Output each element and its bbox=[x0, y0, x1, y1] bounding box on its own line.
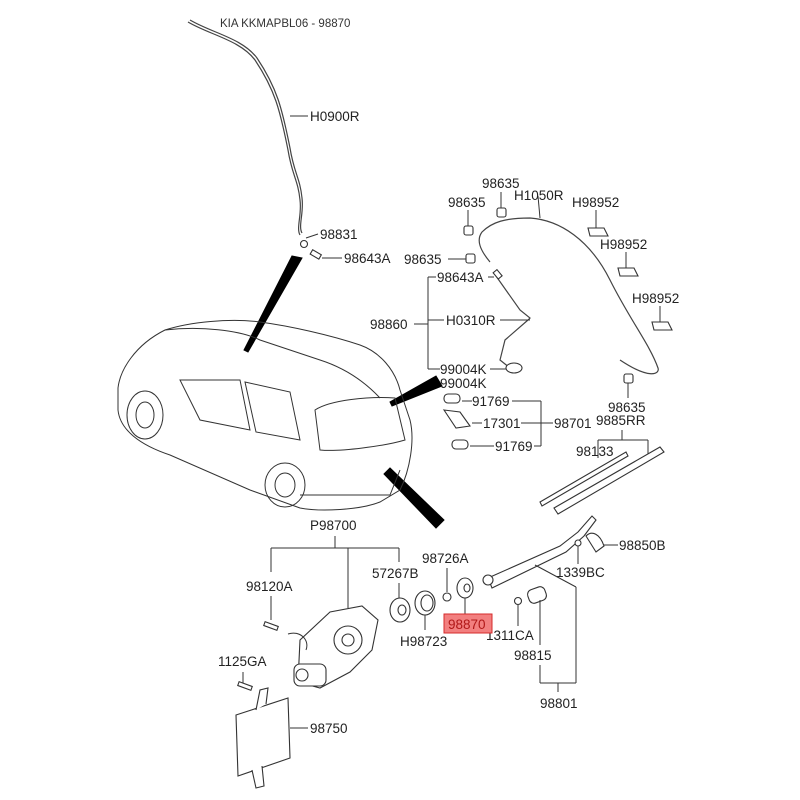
label-98643a-mid[interactable]: 98643A bbox=[437, 270, 484, 285]
label-1311ca[interactable]: 1311CA bbox=[486, 628, 534, 643]
label-57267b[interactable]: 57267B bbox=[372, 566, 419, 581]
label-98635-c[interactable]: 98635 bbox=[404, 252, 442, 267]
label-98635-b[interactable]: 98635 bbox=[482, 176, 520, 191]
diagram-title: KIA KKMAPBL06 - 98870 bbox=[220, 18, 350, 30]
cap-98850b[interactable] bbox=[585, 532, 605, 553]
wiper-motor[interactable] bbox=[287, 605, 379, 689]
label-98635-d[interactable]: 98635 bbox=[608, 400, 646, 415]
label-98133[interactable]: 98133 bbox=[576, 444, 614, 459]
callout-wedge-wiper bbox=[383, 467, 445, 529]
label-1125ga[interactable]: 1125GA bbox=[218, 654, 267, 669]
vehicle-illustration bbox=[117, 319, 413, 511]
cap-98870[interactable] bbox=[456, 577, 474, 599]
clip-98635-c[interactable] bbox=[465, 253, 476, 264]
bushing-57267b[interactable] bbox=[389, 597, 411, 623]
highlighted-label-98870[interactable]: 98870 bbox=[443, 613, 493, 634]
label-98701[interactable]: 98701 bbox=[554, 416, 592, 431]
callout-wedge-tailgate bbox=[389, 375, 443, 407]
label-98850b[interactable]: 98850B bbox=[619, 538, 666, 553]
label-98860[interactable]: 98860 bbox=[370, 317, 408, 332]
label-99004k-a[interactable]: 99004K bbox=[440, 362, 487, 377]
callout-wedge-roof bbox=[243, 255, 303, 353]
label-98870: 98870 bbox=[448, 617, 486, 632]
clip-98635-a[interactable] bbox=[463, 225, 474, 236]
label-h1050r[interactable]: H1050R bbox=[514, 188, 564, 203]
wiper-refill-98133[interactable] bbox=[539, 451, 629, 507]
clip-98635-d[interactable] bbox=[623, 373, 634, 384]
washer-hose-h1050r[interactable] bbox=[478, 217, 659, 375]
washer-hose-h0900r[interactable] bbox=[187, 19, 304, 236]
label-98750[interactable]: 98750 bbox=[310, 721, 348, 736]
seal-17301[interactable] bbox=[442, 409, 471, 429]
label-98635-a[interactable]: 98635 bbox=[448, 195, 486, 210]
cover-98815[interactable] bbox=[526, 585, 548, 604]
grommet-h98723[interactable] bbox=[414, 590, 436, 616]
nut-1311ca[interactable] bbox=[513, 596, 523, 606]
label-91769-b[interactable]: 91769 bbox=[495, 439, 533, 454]
wiper-blade-9885rr[interactable] bbox=[553, 446, 665, 515]
grommet-91769-b[interactable] bbox=[451, 439, 469, 450]
label-h98723[interactable]: H98723 bbox=[400, 634, 447, 649]
nozzle-99004k[interactable] bbox=[505, 362, 523, 374]
clip-h98952-b[interactable] bbox=[617, 267, 639, 277]
label-h98952-a[interactable]: H98952 bbox=[572, 195, 619, 210]
bolt-1125ga[interactable] bbox=[237, 681, 253, 691]
label-91769-a[interactable]: 91769 bbox=[472, 394, 510, 409]
label-99004k-b[interactable]: 99004K bbox=[440, 376, 487, 391]
label-98643a-top[interactable]: 98643A bbox=[344, 251, 391, 266]
bolt-98120a[interactable] bbox=[263, 621, 279, 631]
clip-98635-b[interactable] bbox=[496, 207, 507, 218]
nut-98726a[interactable] bbox=[442, 592, 452, 602]
label-h0900r[interactable]: H0900R bbox=[310, 109, 360, 124]
label-h0310r[interactable]: H0310R bbox=[446, 313, 496, 328]
label-1339bc[interactable]: 1339BC bbox=[556, 565, 605, 580]
label-9885rr[interactable]: 9885RR bbox=[596, 413, 646, 428]
label-98815[interactable]: 98815 bbox=[514, 648, 552, 663]
label-h98952-b[interactable]: H98952 bbox=[600, 237, 647, 252]
label-98120a[interactable]: 98120A bbox=[246, 579, 293, 594]
connector-98643a-top[interactable] bbox=[309, 249, 323, 260]
grommet-91769-a[interactable] bbox=[443, 393, 461, 404]
label-17301[interactable]: 17301 bbox=[483, 416, 521, 431]
label-98726a[interactable]: 98726A bbox=[422, 551, 469, 566]
connector-98831[interactable] bbox=[299, 239, 309, 249]
label-98801[interactable]: 98801 bbox=[540, 696, 578, 711]
wiper-arm-98801[interactable] bbox=[482, 515, 597, 589]
label-p98700[interactable]: P98700 bbox=[310, 518, 357, 533]
washer-hose-h0310r[interactable] bbox=[495, 275, 531, 369]
clip-h98952-c[interactable] bbox=[651, 321, 673, 331]
clip-h98952-a[interactable] bbox=[587, 227, 609, 237]
control-module-98750[interactable] bbox=[235, 687, 291, 789]
nut-1339bc[interactable] bbox=[574, 539, 582, 547]
label-h98952-c[interactable]: H98952 bbox=[632, 291, 679, 306]
label-98831[interactable]: 98831 bbox=[320, 227, 358, 242]
connector-98643a-mid[interactable] bbox=[492, 268, 503, 280]
